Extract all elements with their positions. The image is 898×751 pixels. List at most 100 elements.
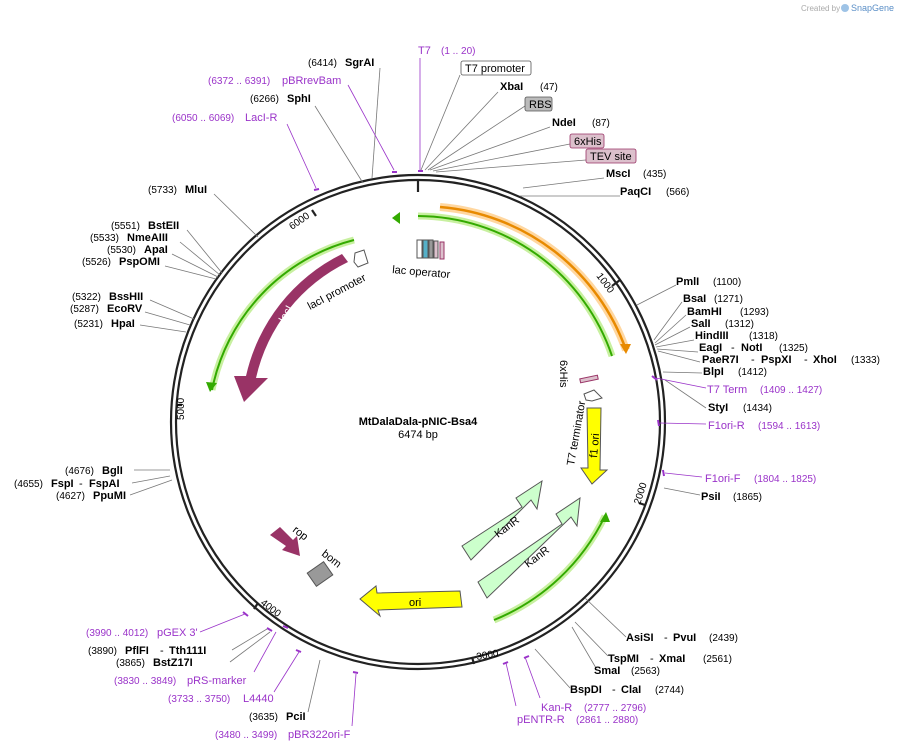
leader-eagi xyxy=(656,348,699,353)
laci-promoter-arrow xyxy=(353,249,369,268)
leader-hpai xyxy=(139,324,187,333)
leader-kanr xyxy=(505,662,517,707)
orf-arc-top-arrowhead xyxy=(392,212,400,224)
enzyme-apai-name: ApaI xyxy=(144,244,168,256)
leader-apai xyxy=(171,253,219,278)
enzyme-bgli-name: BglI xyxy=(102,465,123,477)
leader-pflfi xyxy=(231,628,268,651)
enzyme-blpi-name: BlpI xyxy=(703,366,724,378)
leader-tspmi xyxy=(574,621,609,657)
enzyme-paer7i-sep2: - xyxy=(804,354,808,366)
enzyme-ppumi-name: PpuMI xyxy=(93,490,126,502)
leader-nmeaiii xyxy=(179,241,221,276)
kanr-feature-2 xyxy=(477,496,581,599)
leader-rbs xyxy=(427,105,526,171)
labels-left: (5733) MluI (5551) BstEII (5533) NmeAIII… xyxy=(14,184,207,502)
tick-3000 xyxy=(470,656,476,665)
primer-f1ori-f-range: (1804 .. 1825) xyxy=(754,474,816,485)
primer-t7term-range: (1409 .. 1427) xyxy=(760,385,822,396)
laci-feature xyxy=(234,254,348,402)
primer-f1ori-r-name: F1ori-R xyxy=(708,420,745,432)
snapgene-watermark: Created by SnapGene xyxy=(801,3,894,13)
orf-arc-bottom-arrowhead xyxy=(600,512,610,522)
enzyme-msci-num: (435) xyxy=(643,169,666,180)
tev-mark xyxy=(439,241,445,260)
orf-arc-top xyxy=(417,215,613,357)
leader-pspomi xyxy=(164,265,217,280)
enzyme-smai-num: (2563) xyxy=(631,666,660,677)
leader-hindiii xyxy=(655,339,695,348)
primer-f1ori-f-name: F1ori-F xyxy=(705,473,741,485)
leader-msci xyxy=(522,177,605,189)
primer-mark-t7term xyxy=(651,375,658,381)
enzyme-bsteii-name: BstEII xyxy=(148,220,179,232)
primer-pgex3-name: pGEX 3' xyxy=(157,627,198,639)
enzyme-bamhi-name: BamHI xyxy=(687,306,722,318)
leader-tev xyxy=(435,159,587,173)
enzyme-nmeaiii-name: NmeAIII xyxy=(127,232,168,244)
enzyme-fspi-num: (4655) xyxy=(14,479,43,490)
primer-prs-name: pRS-marker xyxy=(187,675,247,687)
enzyme-hpai-num: (5231) xyxy=(74,319,103,330)
enzyme-pflfi-num: (3890) xyxy=(88,646,117,657)
leader-sphi xyxy=(314,105,364,184)
enzyme-ecorv-num: (5287) xyxy=(70,304,99,315)
enzyme-tth111i-name: Tth111I xyxy=(169,645,206,657)
leader-fspi xyxy=(131,475,171,484)
leader-paer7i xyxy=(657,350,701,363)
backbone-outer xyxy=(169,173,667,671)
enzyme-bstz17i-num: (3865) xyxy=(116,658,145,669)
enzyme-styi-name: StyI xyxy=(708,402,728,414)
enzyme-asisi-sep: - xyxy=(664,632,668,644)
leader-bsshii xyxy=(149,299,195,320)
plasmid-name: MtDalaDala-pNIC-Bsa4 xyxy=(359,416,478,428)
leader-6xhis xyxy=(432,143,571,172)
primer-leader-lines xyxy=(199,58,707,727)
primer-f1ori-r-range: (1594 .. 1613) xyxy=(758,421,820,432)
orf-arcs xyxy=(206,203,631,624)
leader-t7term xyxy=(655,377,707,389)
watermark-text: Created by xyxy=(801,4,840,13)
enzyme-msci-name: MscI xyxy=(606,168,630,180)
leader-ecorv xyxy=(144,311,191,326)
tick-label-6000: 6000 xyxy=(287,210,312,232)
primer-mark-prs xyxy=(266,627,273,632)
primer-pentr-name: pENTR-R xyxy=(517,714,565,726)
enzyme-hpai-name: HpaI xyxy=(111,318,135,330)
t7-promoter-box-label: T7 promoter xyxy=(465,63,525,75)
tev-site-box-label: TEV site xyxy=(590,151,632,163)
primer-mark-l4440 xyxy=(282,625,289,629)
primer-laci-r-name: LacI-R xyxy=(245,112,277,124)
enzyme-bstz17i-name: BstZ17I xyxy=(153,657,193,669)
t7-promoter-box xyxy=(460,60,532,76)
sixhis-box-label: 6xHis xyxy=(574,136,602,148)
enzyme-nmeaiii-num: (5533) xyxy=(90,233,119,244)
leader-bamhi xyxy=(654,314,687,344)
primer-mark-f1ori-r xyxy=(657,419,660,427)
f1-ori-feature xyxy=(580,407,609,485)
enzyme-pflfi-sep: - xyxy=(160,645,164,657)
labels-right: PmlI (1100) BsaI (1271) BamHI (1293) Sal… xyxy=(676,276,880,503)
leader-ndei xyxy=(429,126,551,171)
enzyme-noti-name: NotI xyxy=(741,342,762,354)
enzyme-xbai-num: (47) xyxy=(540,82,558,93)
enzyme-fspi-name: FspI xyxy=(51,478,74,490)
enzyme-bamhi-num: (1293) xyxy=(740,307,769,318)
enzyme-tspmi-name: TspMI xyxy=(608,653,639,665)
enzyme-bgli-num: (4676) xyxy=(65,466,94,477)
sixhis-small-mark xyxy=(579,374,599,384)
leader-f1ori-f xyxy=(664,472,703,478)
primer-pbrrevbam-range: (6372 .. 6391) xyxy=(208,76,270,87)
enzyme-mlui-name: MluI xyxy=(185,184,207,196)
enzyme-bspdi-num: (2744) xyxy=(655,685,684,696)
kanr-feature-1 xyxy=(461,479,543,561)
enzyme-pflfi-name: PflFI xyxy=(125,645,149,657)
leader-pcii xyxy=(307,659,321,713)
leader-sali xyxy=(654,326,691,346)
enzyme-eagi-num: (1325) xyxy=(779,343,808,354)
enzyme-asisi-num: (2439) xyxy=(709,633,738,644)
primer-mark-f1ori-f xyxy=(662,469,665,477)
lac-operator-label: lac operator xyxy=(392,264,451,281)
primer-mark-l4440b xyxy=(295,649,302,653)
leader-t7promoter xyxy=(420,74,461,171)
